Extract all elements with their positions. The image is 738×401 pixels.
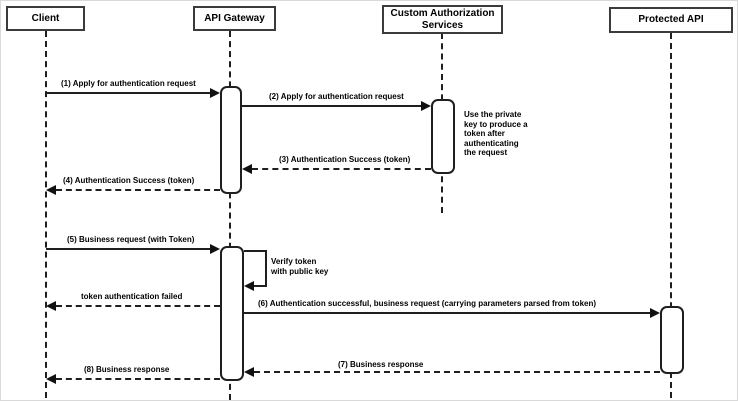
actor-custom-authorization-services-label: Custom Authorization Services xyxy=(390,7,495,31)
actor-protected-api-label: Protected API xyxy=(638,14,704,25)
message-6-line xyxy=(244,312,651,314)
lifeline-protected-api xyxy=(670,33,672,398)
self-message-right-line xyxy=(265,250,267,287)
arrowhead-icon xyxy=(46,301,56,311)
self-message-bottom-line xyxy=(254,285,267,287)
message-4-label: (4) Authentication Success (token) xyxy=(63,176,195,185)
activation-custom-authorization-services xyxy=(431,99,455,174)
arrowhead-icon xyxy=(210,88,220,98)
message-1-label: (1) Apply for authentication request xyxy=(61,79,196,88)
arrowhead-icon xyxy=(650,308,660,318)
actor-client-label: Client xyxy=(31,12,60,24)
message-8-label: (8) Business response xyxy=(84,365,170,374)
arrowhead-icon xyxy=(242,164,252,174)
note-private-key: Use the private key to produce a token a… xyxy=(464,110,528,157)
message-3-line xyxy=(252,168,431,170)
message-token-failed-label: token authentication failed xyxy=(81,292,183,301)
message-token-failed-line xyxy=(56,305,220,307)
lifeline-api-gateway xyxy=(229,31,231,400)
message-5-line xyxy=(46,248,212,250)
message-7-label: (7) Business response xyxy=(338,360,424,369)
arrowhead-icon xyxy=(421,101,431,111)
lifeline-client xyxy=(45,31,47,398)
activation-protected-api xyxy=(660,306,684,374)
message-4-line xyxy=(56,189,220,191)
self-message-label: Verify token with public key xyxy=(271,257,329,276)
message-3-label: (3) Authentication Success (token) xyxy=(279,155,411,164)
message-7-line xyxy=(254,371,660,373)
arrowhead-icon xyxy=(244,281,254,291)
message-1-line xyxy=(46,92,212,94)
actor-api-gateway-label: API Gateway xyxy=(204,12,265,24)
actor-api-gateway: API Gateway xyxy=(193,6,276,31)
message-5-label: (5) Business request (with Token) xyxy=(67,235,195,244)
activation-api-gateway-auth xyxy=(220,86,242,194)
self-message-top-line xyxy=(244,250,267,252)
actor-protected-api: Protected API xyxy=(609,7,733,33)
arrowhead-icon xyxy=(244,367,254,377)
arrowhead-icon xyxy=(46,374,56,384)
message-2-label: (2) Apply for authentication request xyxy=(269,92,404,101)
message-2-line xyxy=(242,105,422,107)
arrowhead-icon xyxy=(46,185,56,195)
message-6-label: (6) Authentication successful, business … xyxy=(258,299,597,308)
arrowhead-icon xyxy=(210,244,220,254)
activation-api-gateway-business xyxy=(220,246,244,381)
message-8-line xyxy=(56,378,220,380)
actor-custom-authorization-services: Custom Authorization Services xyxy=(382,5,503,34)
actor-client: Client xyxy=(6,6,85,31)
